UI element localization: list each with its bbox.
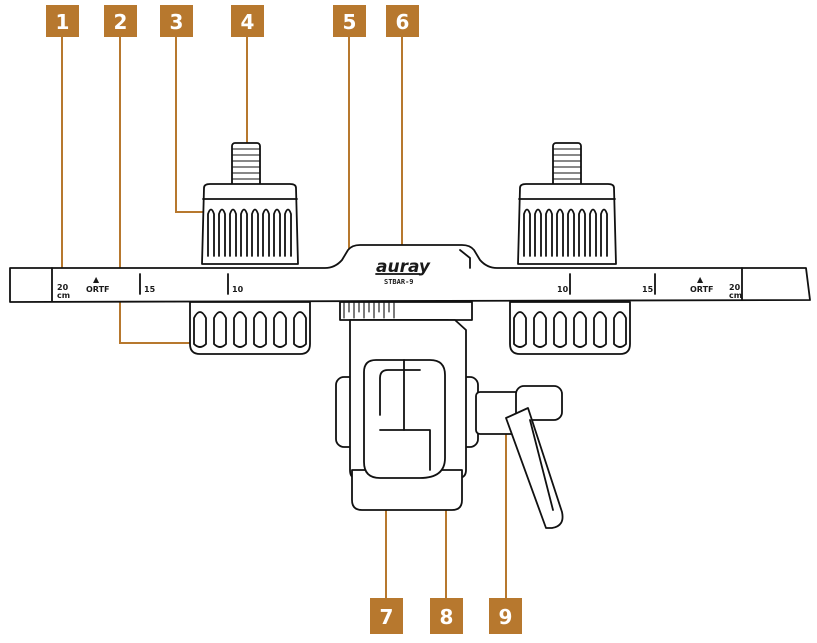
callout-4-badge [231,5,264,37]
right-ortf-mark: ▲ [697,275,704,284]
callout-1-badge [46,5,79,37]
left-thread-lines [231,148,261,180]
callout-3-number: 3 [170,10,184,34]
left-scale-cm: cm [57,291,70,300]
right-scale-15: 15 [642,285,654,294]
right-thread-lines [552,148,582,180]
right-lower-knob-body [509,301,631,355]
callout-9-number: 9 [499,605,513,629]
brand-logo: auray [376,257,431,277]
callout-9-badge [489,598,522,634]
left-scale-10: 10 [232,285,244,294]
left-knob-grip [207,208,292,257]
handle-lever [505,407,564,529]
right-scale-10: 10 [557,285,569,294]
callout-6-badge [386,5,419,37]
callout-5: 5 [333,5,366,37]
callout-4-number: 4 [241,10,255,34]
right-scale-cm: cm [729,291,742,300]
left-knob-body [201,183,299,265]
stereo-bar: 20 cm ▲ ORTF 15 10 10 15 ▲ ORTF 20 cm au… [9,244,811,303]
callout-3: 3 [160,5,193,37]
angle-scale-ticks [343,301,395,319]
left-thread-stud [231,142,261,188]
left-scale: 20 cm ▲ ORTF 15 10 [57,273,244,300]
callout-badges: 1 2 3 4 5 6 7 8 [46,5,522,634]
callout-2-badge [104,5,137,37]
left-lower-knob-body [189,301,311,355]
right-ortf-label: ORTF [690,285,714,294]
right-lock-knob-bottom [509,301,631,355]
callout-7-number: 7 [380,605,394,629]
callout-8-number: 8 [440,605,454,629]
left-scale-15: 15 [144,285,156,294]
left-ortf-mark: ▲ [93,275,100,284]
right-scale-20: 20 [729,283,741,292]
lock-handle [475,385,564,529]
left-scale-20: 20 [57,283,69,292]
bar-center-ridge [459,249,471,269]
callout-1: 1 [46,5,79,37]
callout-1-number: 1 [56,10,70,34]
right-mount-knob-top [517,142,617,265]
callout-6-number: 6 [396,10,410,34]
left-ortf-label: ORTF [86,285,110,294]
tilt-head [335,319,479,511]
callout-8: 8 [430,598,463,634]
callout-5-badge [333,5,366,37]
callout-5-number: 5 [343,10,357,34]
callout-4: 4 [231,5,264,37]
right-knob-body [517,183,617,265]
callout-8-badge [430,598,463,634]
right-scale: 10 15 ▲ ORTF 20 cm [557,273,742,300]
right-knob-grip [523,208,608,257]
leader-2 [119,36,208,344]
base-block [351,469,463,511]
callout-3-badge [160,5,193,37]
model-label: STBAR-9 [384,278,414,286]
callout-9: 9 [489,598,522,634]
callout-2-number: 2 [114,10,128,34]
callout-6: 6 [386,5,419,37]
left-mount-knob-top [201,142,299,265]
left-lock-knob-bottom [189,301,311,355]
callout-7-badge [370,598,403,634]
swivel-plate [339,301,473,321]
callout-7: 7 [370,598,403,634]
callout-2: 2 [104,5,137,37]
right-thread-stud [552,142,582,188]
